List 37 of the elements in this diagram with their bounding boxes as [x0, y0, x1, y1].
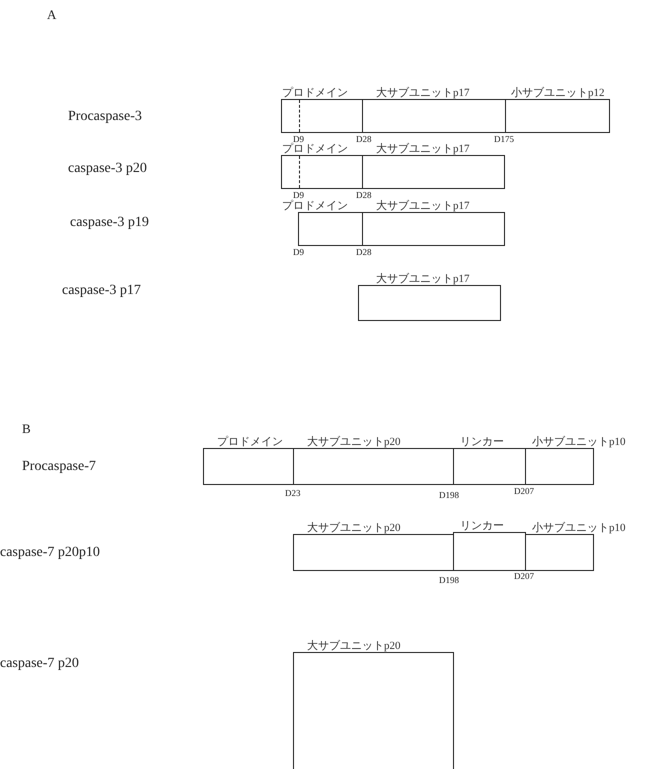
cleavage-site-label: D9: [293, 135, 304, 144]
cleavage-site-label: D28: [356, 191, 372, 200]
cleavage-site-label: D28: [356, 248, 372, 257]
protein-name: caspase-7 p20: [0, 657, 79, 671]
domain-label: プロドメイン: [282, 201, 348, 212]
domain-label: 小サブユニットp10: [532, 523, 626, 534]
domain-label: リンカー: [460, 437, 504, 448]
protein-name: caspase-3 p19: [70, 216, 149, 230]
protein-name: caspase-3 p17: [62, 284, 141, 298]
domain-label: 大サブユニットp17: [376, 274, 470, 285]
cleavage-site-label: D9: [293, 248, 304, 257]
cleavage-site-label: D198: [439, 576, 459, 585]
cleavage-site-label: D9: [293, 191, 304, 200]
cleavage-site-label: D175: [494, 135, 514, 144]
domain-label: 小サブユニットp10: [532, 437, 626, 448]
cleavage-site-label: D207: [514, 572, 534, 581]
domain-label: プロドメイン: [282, 88, 348, 99]
protein-name: caspase-7 p20p10: [0, 546, 100, 560]
domain-label: 大サブユニットp17: [376, 201, 470, 212]
cleavage-site-label: D198: [439, 491, 459, 500]
protein-name: caspase-3 p20: [68, 162, 147, 176]
domain-label: 大サブユニットp17: [376, 144, 470, 155]
domain-label: 小サブユニットp12: [511, 88, 604, 99]
cleavage-site-label: D23: [285, 489, 300, 498]
domain-label: 大サブユニットp20: [307, 641, 400, 652]
domain-label: プロドメイン: [282, 144, 348, 155]
domain-label: 大サブユニットp17: [376, 88, 470, 99]
domain-label: プロドメイン: [217, 437, 283, 448]
section-letter: B: [22, 422, 31, 435]
domain-label: 大サブユニットp20: [307, 437, 400, 448]
protein-name: Procaspase-7: [22, 460, 96, 474]
section-letter: A: [47, 8, 56, 21]
cleavage-site-label: D28: [356, 135, 372, 144]
protein-name: Procaspase-3: [68, 110, 142, 124]
domain-label: リンカー: [460, 521, 504, 532]
cleavage-site-label: D207: [514, 487, 534, 496]
domain-label: 大サブユニットp20: [307, 523, 400, 534]
